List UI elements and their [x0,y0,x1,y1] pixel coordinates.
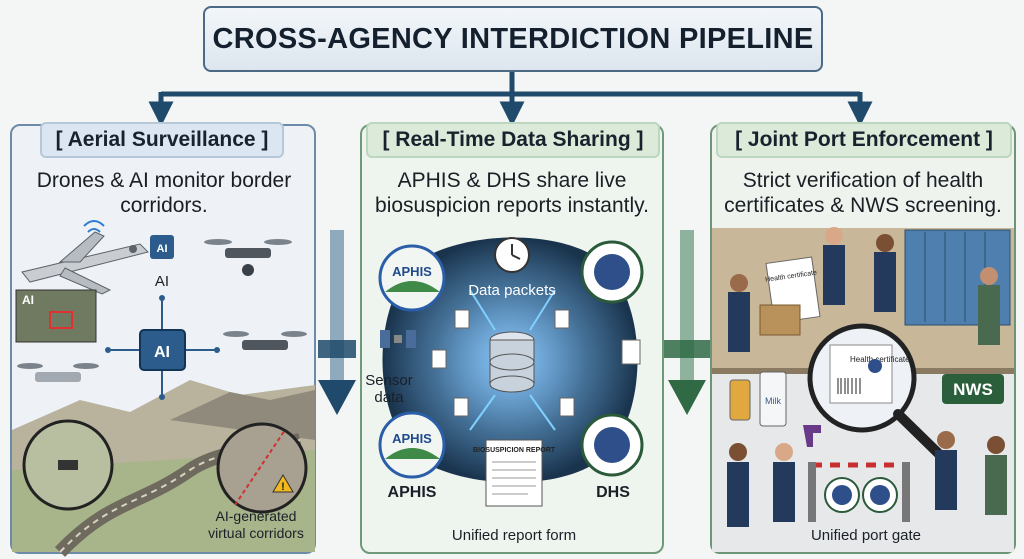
data-packet-doc-1 [454,309,470,329]
ai-chip-small-label: AI [157,243,168,255]
dhs-label: DHS [596,484,630,501]
ai-chip-small-icon [150,235,174,259]
svg-text:APHIS: APHIS [392,264,432,279]
right-flow-arrowhead [668,380,706,415]
thermometer-gun-icon [803,425,821,447]
ai-hub-label: AI [154,344,170,361]
database-icon [489,331,535,393]
data-packet-doc-3 [431,349,447,369]
magnified-cert-text: Health certificate [850,355,910,364]
officers-top-row [728,227,1000,352]
aphis-logo-top [378,244,446,312]
report-title-text: BIOSUSPICION REPORT [473,447,556,454]
data-packet-doc-2 [554,309,570,329]
ai-corridors-label: AI-generated virtual corridors [208,508,304,541]
svg-text:APHIS: APHIS [392,431,432,446]
data-sharing-description: APHIS & DHS share live biosuspicion repo… [375,169,649,217]
data-packet-doc-6 [559,397,575,417]
data-sharing-heading: [ Real-Time Data Sharing ] [366,122,660,158]
warning-icon [272,474,294,493]
aphis-label: APHIS [387,484,437,501]
svg-text:!: ! [281,481,285,493]
nws-label: NWS [953,380,993,399]
cargo-box-icon [759,304,801,336]
quadcopter-drone-left-icon [17,363,99,382]
ai-under-chip-label: AI [155,273,169,290]
left-flow-arrowhead [318,380,356,415]
ai-screen-label: AI [22,293,34,307]
officers-bottom-row [727,431,1007,527]
biosuspicion-report-form [485,439,543,507]
sample-bottle-icon [729,379,751,421]
port-enforcement-heading: [ Joint Port Enforcement ] [716,122,1012,158]
data-packet-doc-5 [453,397,469,417]
fixed-wing-drone-icon [21,231,149,295]
milk-label: Milk [765,396,781,406]
unified-report-form-label: Unified report form [451,527,577,544]
aerial-description: Drones & AI monitor border corridors. [36,169,292,217]
aphis-logo-bottom [378,411,446,479]
data-packet-doc-4 [621,339,641,365]
unified-port-gate-label: Unified port gate [810,527,922,544]
quadcopter-drone-top-icon [204,239,292,276]
port-description: Strict verification of health certificat… [724,169,1002,217]
quadcopter-drone-right-icon [223,331,307,350]
ai-hub-chip-icon [105,295,220,400]
ai-camera-screen [15,289,97,343]
nws-badge [942,374,1004,404]
milk-bottle-icon [759,371,787,427]
sensor-data-label: Sensor data [365,372,413,406]
data-packets-label: Data packets [468,282,556,299]
page-title: CROSS-AGENCY INTERDICTION PIPELINE [212,22,814,55]
satellite-icon [380,330,416,348]
pipeline-title-box: CROSS-AGENCY INTERDICTION PIPELINE [203,6,823,72]
aerial-surveillance-heading: [ Aerial Surveillance ] [40,122,284,158]
